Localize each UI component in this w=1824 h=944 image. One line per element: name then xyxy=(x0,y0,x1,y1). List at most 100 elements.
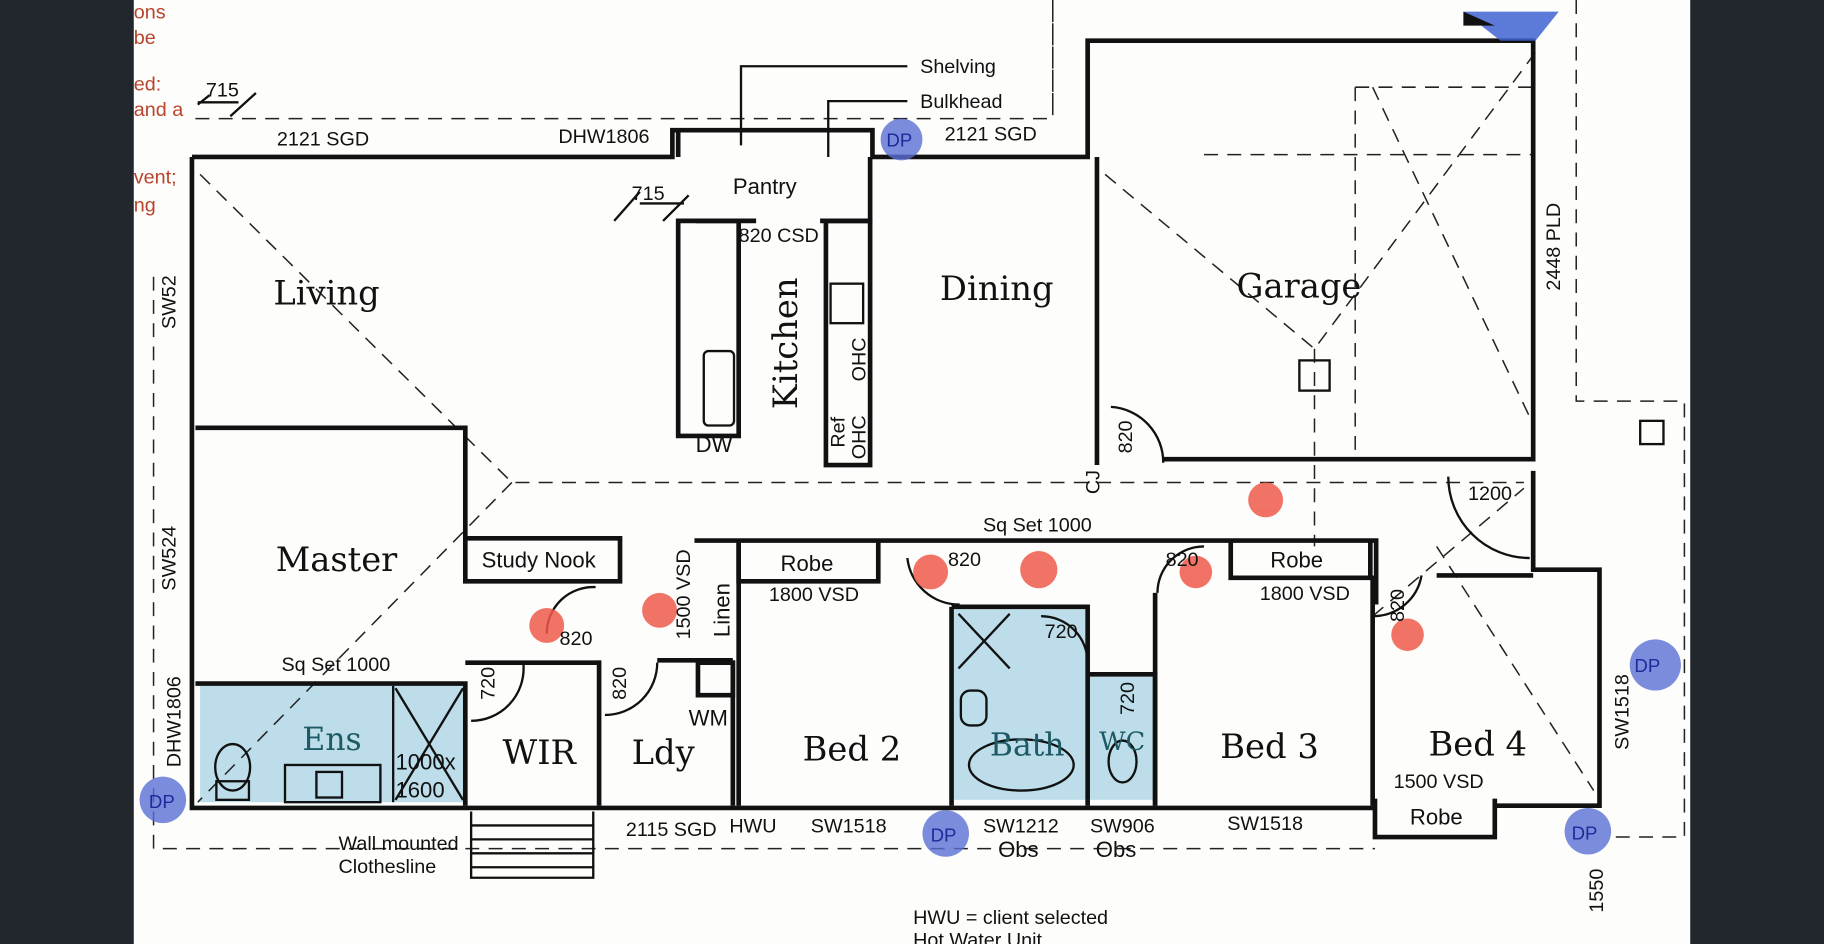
robe-1800-vsd: 1800 VSD xyxy=(1260,583,1350,605)
label-bulkhead: Bulkhead xyxy=(920,91,1002,113)
room-bath: Bath xyxy=(990,728,1065,764)
window-sw1212: SW1212 xyxy=(983,815,1059,837)
note-line: ons xyxy=(134,2,166,24)
robe-1800-vsd: 1800 VSD xyxy=(769,584,859,606)
label-cj: CJ xyxy=(1082,470,1104,494)
room-names: Living Kitchen Dining Garage Master Ens … xyxy=(273,267,1527,772)
room-wir: WIR xyxy=(503,733,578,772)
dim-715: 715 xyxy=(206,79,239,101)
marker-red xyxy=(642,592,678,628)
room-master: Master xyxy=(276,540,398,579)
room-bed3: Bed 3 xyxy=(1220,727,1319,766)
wc-fill xyxy=(1089,676,1156,800)
note-line: ed: xyxy=(134,74,161,96)
door-720: 720 xyxy=(1117,682,1139,715)
dim-715: 715 xyxy=(632,183,665,205)
door-820: 820 xyxy=(1115,420,1137,453)
label-linen: Linen xyxy=(709,583,734,637)
room-living: Living xyxy=(273,274,379,313)
room-bed2: Bed 2 xyxy=(803,729,902,768)
label-dw: DW xyxy=(696,432,733,457)
dim-715-kitchen xyxy=(613,191,690,222)
dim-715-top xyxy=(197,92,257,118)
robe-1500-vsd: 1500 VSD xyxy=(673,549,695,639)
marker-red xyxy=(1179,555,1213,589)
label-ohc: OHC xyxy=(848,415,870,459)
marker-red xyxy=(913,554,949,590)
dp-label: DP xyxy=(1634,655,1660,676)
room-garage: Garage xyxy=(1237,267,1362,306)
label-obscure: Obs xyxy=(998,837,1039,862)
window-sw906: SW906 xyxy=(1090,815,1155,837)
door-swings xyxy=(471,405,1530,722)
label-hwu: HWU xyxy=(729,815,776,837)
room-ens: Ens xyxy=(302,722,361,758)
marker-red xyxy=(529,608,565,643)
shelving-leader xyxy=(739,65,908,146)
door-820: 820 xyxy=(609,667,631,700)
window-2115-sgd: 2115 SGD xyxy=(626,819,717,841)
window-2121-sgd: 2121 SGD xyxy=(277,128,369,150)
dp-label: DP xyxy=(931,825,957,846)
marker-red xyxy=(1391,618,1424,652)
dp-markers: DP DP DP DP DP xyxy=(139,11,1681,857)
label-study-nook: Study Nook xyxy=(482,547,597,572)
door-820: 820 xyxy=(1387,589,1409,622)
dp-label: DP xyxy=(149,791,175,812)
clothesline-label: Wall mounted xyxy=(339,833,459,855)
room-bed4: Bed 4 xyxy=(1428,725,1527,764)
note-line: ng xyxy=(134,195,156,217)
window-dhw1806: DHW1806 xyxy=(558,126,649,148)
dp-label: DP xyxy=(886,129,912,150)
door-820: 820 xyxy=(948,549,981,571)
window-sw1518: SW1518 xyxy=(1612,674,1634,750)
note-line: vent; xyxy=(134,167,177,189)
ceiling-sq-set: Sq Set 1000 xyxy=(983,514,1092,536)
bulkhead-leader xyxy=(827,99,908,157)
door-720: 720 xyxy=(477,667,499,700)
walls xyxy=(189,38,1665,879)
shower-size: 1600 xyxy=(396,778,445,803)
room-dining: Dining xyxy=(940,269,1054,308)
marker-red xyxy=(1248,482,1284,518)
label-pantry: Pantry xyxy=(733,174,797,199)
roof-lines xyxy=(152,0,1686,850)
dp-label: DP xyxy=(1572,822,1598,843)
bath-fill xyxy=(953,609,1086,800)
label-ohc: OHC xyxy=(848,337,870,381)
room-ldy: Ldy xyxy=(632,733,695,772)
shower-size: 1000x xyxy=(396,750,456,775)
annotations: Shelving Bulkhead Pantry Study Nook Robe… xyxy=(159,56,1634,944)
robe-1500-vsd: 1500 VSD xyxy=(1394,771,1484,793)
door-820: 820 xyxy=(560,628,593,650)
label-ref: Ref xyxy=(828,416,850,447)
door-820-csd: 820 CSD xyxy=(739,225,819,247)
marker-red xyxy=(1020,551,1058,589)
door-1200: 1200 xyxy=(1468,483,1512,505)
window-sw1518: SW1518 xyxy=(1227,813,1303,835)
window-sw52: SW52 xyxy=(159,275,181,329)
window-2121-sgd: 2121 SGD xyxy=(945,124,1037,146)
door-720: 720 xyxy=(1045,621,1078,643)
label-shelving: Shelving xyxy=(920,56,996,78)
hwu-note: Hot Water Unit xyxy=(913,929,1042,944)
dim-1550: 1550 xyxy=(1586,869,1608,913)
door-2448-pld: 2448 PLD xyxy=(1543,203,1565,291)
label-robe: Robe xyxy=(1410,804,1463,829)
label-obscure: Obs xyxy=(1096,837,1137,862)
door-820: 820 xyxy=(1166,549,1199,571)
window-sw524: SW524 xyxy=(159,526,181,591)
note-line: and a xyxy=(134,99,183,121)
side-notes: ons be ed: and a vent; ng xyxy=(134,2,183,217)
room-kitchen: Kitchen xyxy=(766,277,805,409)
red-markers xyxy=(529,482,1424,652)
label-wm: WM xyxy=(689,705,728,730)
note-line: be xyxy=(134,27,156,49)
clothesline-label: Clothesline xyxy=(339,856,437,878)
hwu-note: HWU = client selected xyxy=(913,907,1108,929)
ceiling-sq-set: Sq Set 1000 xyxy=(282,654,391,676)
label-robe: Robe xyxy=(1270,547,1323,572)
window-sw1518: SW1518 xyxy=(811,815,887,837)
fixtures xyxy=(214,282,1138,804)
